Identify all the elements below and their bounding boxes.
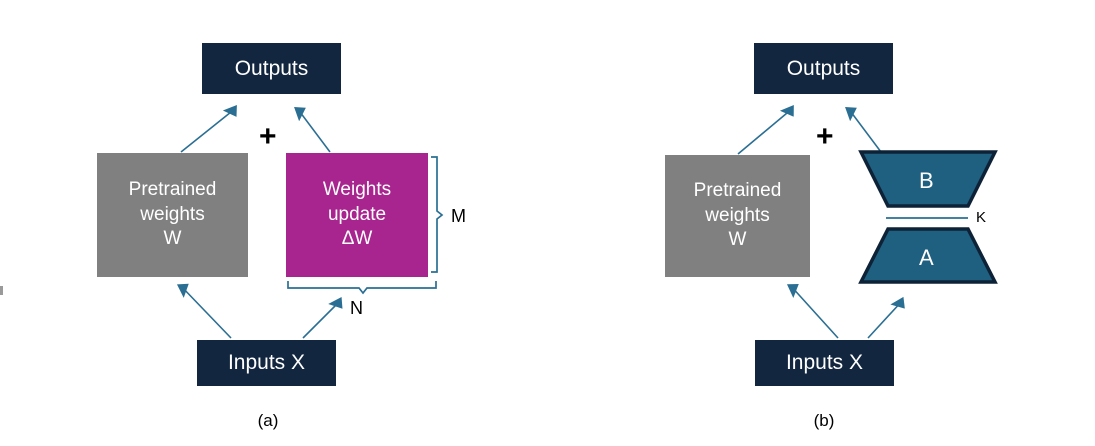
- pretrained-line-3-a: W: [163, 228, 182, 250]
- pretrained-line-3-b: W: [728, 229, 747, 251]
- arrow-inputs-to-a: [867, 296, 905, 339]
- pretrained-line-2-b: weights: [705, 204, 770, 226]
- arrow-b-to-outputs: [845, 107, 882, 153]
- edge-artifact: [0, 286, 3, 295]
- rank-label-k: K: [976, 209, 987, 226]
- dimension-label-m: M: [451, 206, 466, 226]
- panel-a: Outputs + Pretrained weights W Weights u…: [0, 0, 547, 446]
- pretrained-line-2-a: weights: [140, 203, 205, 225]
- dimension-label-n: N: [350, 298, 363, 318]
- arrow-inputs-to-update: [302, 296, 343, 339]
- pretrained-line-1-b: Pretrained: [693, 179, 782, 201]
- arrow-inputs-to-pretrained-b: [786, 283, 839, 339]
- plus-operator-b: +: [816, 120, 834, 153]
- matrix-a-label: A: [919, 245, 934, 270]
- arrow-pretrained-to-outputs: [180, 105, 237, 153]
- weights-update-line-1: Weights: [322, 178, 392, 200]
- pretrained-weights-box-b[interactable]: Pretrained weights W: [665, 155, 810, 277]
- inputs-box-a[interactable]: Inputs X: [197, 340, 336, 386]
- pretrained-weights-box-a[interactable]: Pretrained weights W: [97, 153, 248, 277]
- brace-m: [431, 156, 444, 273]
- outputs-box-b[interactable]: Outputs: [754, 43, 893, 94]
- weights-update-box[interactable]: Weights update ΔW: [286, 153, 428, 277]
- caption-b: (b): [813, 411, 835, 430]
- inputs-label-a: Inputs X: [227, 351, 306, 375]
- matrix-b-label: B: [919, 168, 934, 193]
- outputs-box-a[interactable]: Outputs: [202, 43, 341, 94]
- caption-a: (a): [257, 411, 279, 430]
- weights-update-line-2: update: [327, 203, 387, 225]
- outputs-label-a: Outputs: [234, 56, 309, 80]
- inputs-label-b: Inputs X: [785, 351, 864, 375]
- pretrained-line-1-a: Pretrained: [128, 178, 217, 200]
- arrow-pretrained-to-outputs-b: [737, 105, 794, 155]
- weights-update-line-3: ΔW: [341, 228, 373, 250]
- panel-b: Outputs + Pretrained weights W B A K Inp…: [548, 0, 1095, 446]
- outputs-label-b: Outputs: [786, 56, 861, 80]
- brace-n: [287, 281, 437, 295]
- arrow-inputs-to-pretrained: [176, 283, 232, 339]
- arrow-update-to-outputs: [294, 107, 331, 153]
- plus-operator-a: +: [259, 120, 277, 153]
- inputs-box-b[interactable]: Inputs X: [755, 340, 894, 386]
